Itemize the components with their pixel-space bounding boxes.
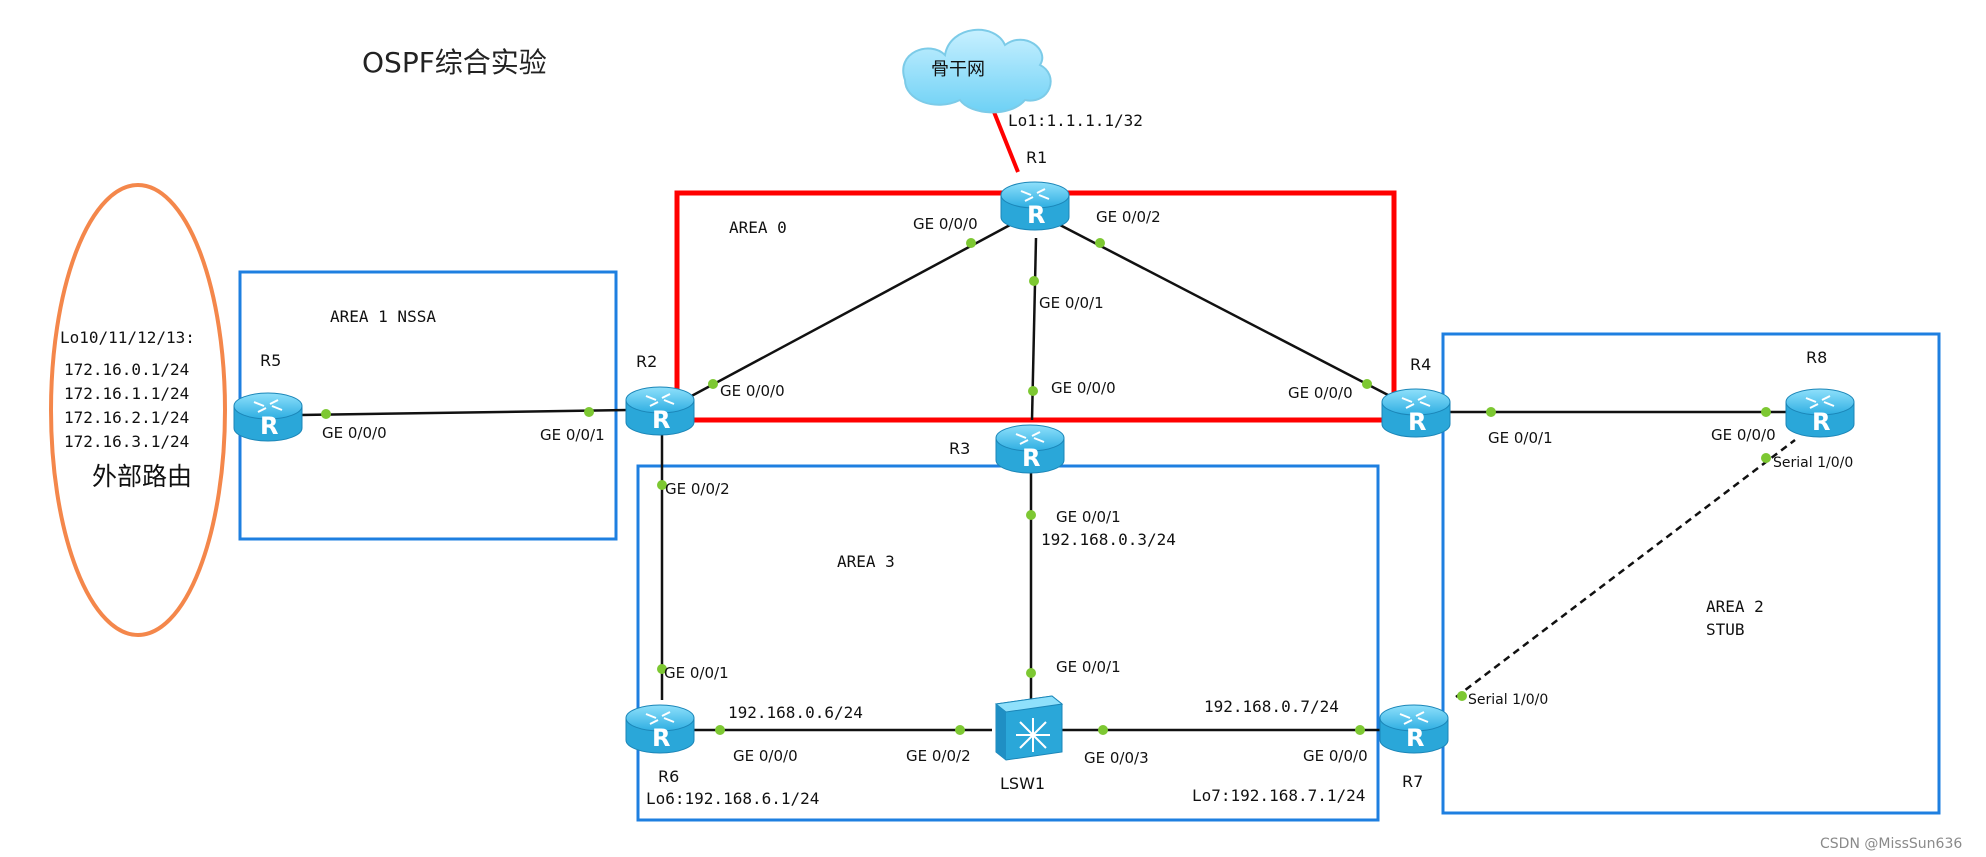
area2-type-label: STUB [1706, 620, 1745, 639]
r6-ge001-label: GE 0/0/1 [664, 664, 729, 682]
lsw1-name: LSW1 [1000, 774, 1045, 793]
router-r2[interactable]: R [625, 386, 695, 436]
r7-serial-label: Serial 1/0/0 [1468, 692, 1548, 708]
r2-ge000-label: GE 0/0/0 [720, 382, 785, 400]
r3-ip-label: 192.168.0.3/24 [1041, 530, 1176, 549]
r3-ge000-label: GE 0/0/0 [1051, 379, 1116, 397]
external-network-3: 172.16.2.1/24 [64, 408, 189, 427]
r4-ge001-label: GE 0/0/1 [1488, 429, 1553, 447]
watermark: CSDN @MissSun636 [1820, 836, 1962, 852]
external-network-4: 172.16.3.1/24 [64, 432, 189, 451]
link-r1-r2 [683, 223, 1011, 402]
link-r7-r8-serial [1455, 439, 1796, 698]
r8-serial-label: Serial 1/0/0 [1773, 455, 1853, 471]
router-r8[interactable]: R [1785, 388, 1855, 438]
r4-name: R4 [1410, 355, 1431, 374]
router-glyph: R [260, 412, 278, 440]
loopbacks-header: Lo10/11/12/13: [60, 328, 195, 347]
router-r5[interactable]: R [233, 392, 303, 442]
r3-ge001-label: GE 0/0/1 [1056, 508, 1121, 526]
r6-loopback-label: Lo6:192.168.6.1/24 [646, 789, 819, 808]
r6-ip-label: 192.168.0.6/24 [728, 703, 863, 722]
r1-ge002-label: GE 0/0/2 [1096, 208, 1161, 226]
area3-label: AREA 3 [837, 552, 895, 571]
switch-lsw1[interactable] [994, 695, 1064, 761]
router-glyph: R [1027, 201, 1045, 229]
router-r7[interactable]: R [1379, 704, 1449, 754]
backbone-cloud: 骨干网 [902, 28, 1052, 114]
router-glyph: R [1408, 408, 1426, 436]
r7-name: R7 [1402, 772, 1423, 791]
link-r5-r2 [299, 408, 629, 417]
r2-ge001-label: GE 0/0/1 [540, 426, 605, 444]
external-route-ellipse [49, 183, 227, 637]
router-r4[interactable]: R [1381, 388, 1451, 438]
external-network-1: 172.16.0.1/24 [64, 360, 189, 379]
switch-icon [1016, 718, 1050, 752]
area1-label: AREA 1 NSSA [330, 307, 436, 326]
lsw-ge003-label: GE 0/0/3 [1084, 749, 1149, 767]
lsw-ge002-label: GE 0/0/2 [906, 747, 971, 765]
r4-ge000-label: GE 0/0/0 [1288, 384, 1353, 402]
area2-label: AREA 2 [1706, 597, 1764, 616]
r5-name: R5 [260, 351, 281, 370]
link-r1-r4 [1059, 223, 1389, 397]
router-glyph: R [1022, 444, 1040, 472]
area2-box [1441, 332, 1941, 815]
r2-ge002-label: GE 0/0/2 [665, 480, 730, 498]
r8-ge000-label: GE 0/0/0 [1711, 426, 1776, 444]
r7-ip-label: 192.168.0.7/24 [1204, 697, 1339, 716]
r1-name: R1 [1026, 148, 1047, 167]
r1-ge000-label: GE 0/0/0 [913, 215, 978, 233]
r8-name: R8 [1806, 348, 1827, 367]
area3-box [636, 464, 1380, 822]
router-r1[interactable]: R [1000, 181, 1070, 231]
router-glyph: R [1812, 408, 1830, 436]
r2-name: R2 [636, 352, 657, 371]
external-network-2: 172.16.1.1/24 [64, 384, 189, 403]
r7-loopback-label: Lo7:192.168.7.1/24 [1192, 786, 1365, 805]
r5-ge000-label: GE 0/0/0 [322, 424, 387, 442]
page-title: OSPF综合实验 [362, 46, 547, 79]
r6-ge000-label: GE 0/0/0 [733, 747, 798, 765]
r7-ge000-label: GE 0/0/0 [1303, 747, 1368, 765]
r6-name: R6 [658, 767, 679, 786]
lsw-ge001-label: GE 0/0/1 [1056, 658, 1121, 676]
r1-loopback-label: Lo1:1.1.1.1/32 [1008, 111, 1143, 130]
external-route-caption: 外部路由 [92, 462, 192, 491]
r1-ge001-label: GE 0/0/1 [1039, 294, 1104, 312]
router-glyph: R [1406, 724, 1424, 752]
router-r3[interactable]: R [995, 424, 1065, 474]
cloud-label: 骨干网 [931, 59, 985, 80]
r3-name: R3 [949, 439, 970, 458]
router-r6[interactable]: R [625, 704, 695, 754]
link-cloud-r1 [988, 101, 1020, 173]
area0-label: AREA 0 [729, 218, 787, 237]
port-dots [321, 238, 1771, 735]
router-glyph: R [652, 406, 670, 434]
router-glyph: R [652, 724, 670, 752]
